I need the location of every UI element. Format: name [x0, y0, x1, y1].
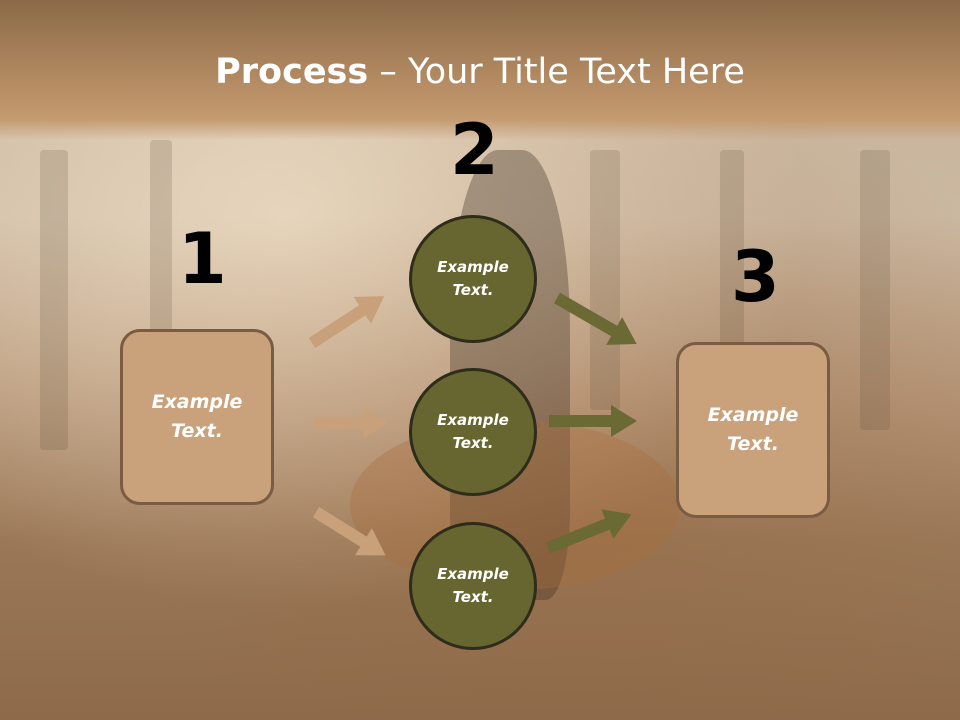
arrow-right-down: [554, 292, 637, 345]
step-number-1: 1: [178, 218, 227, 300]
left-process-box: Example Text.: [120, 329, 274, 505]
circle-top-line1: Example: [437, 258, 509, 276]
right-process-box: Example Text.: [676, 342, 830, 518]
slide-title: Process – Your Title Text Here: [0, 52, 960, 92]
step-number-2: 2: [450, 109, 499, 191]
right-box-line2: Text.: [727, 433, 779, 455]
circle-top-line2: Text.: [452, 281, 494, 299]
left-box-line1: Example: [151, 391, 243, 413]
circle-step-top: Example Text.: [409, 215, 537, 343]
right-box-line1: Example: [707, 404, 799, 426]
arrow-right-up: [545, 509, 632, 554]
right-arrows: [545, 292, 637, 554]
circle-bottom-line1: Example: [437, 565, 509, 583]
circle-middle-line1: Example: [437, 411, 509, 429]
title-bold: Process: [215, 52, 369, 92]
title-rest: – Your Title Text Here: [368, 52, 745, 92]
arrow-left-up: [308, 296, 385, 349]
arrow-left-down: [312, 506, 386, 556]
circle-step-middle: Example Text.: [409, 368, 537, 496]
arrow-right-mid: [549, 405, 637, 437]
circle-step-bottom: Example Text.: [409, 522, 537, 650]
circle-middle-line2: Text.: [452, 434, 494, 452]
left-box-line2: Text.: [171, 420, 223, 442]
left-arrows: [308, 296, 388, 556]
circle-bottom-line2: Text.: [452, 588, 494, 606]
arrow-left-mid: [314, 408, 388, 438]
step-number-3: 3: [731, 236, 780, 318]
title-banner: [0, 0, 960, 140]
